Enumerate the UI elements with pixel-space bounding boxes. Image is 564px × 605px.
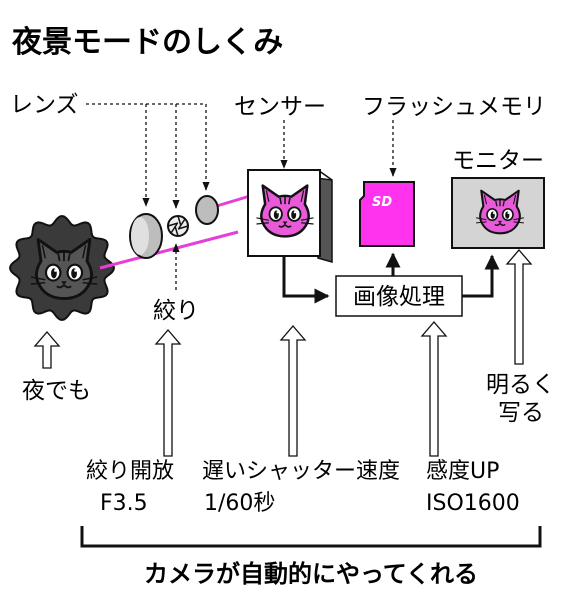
lens-highlight: [131, 217, 149, 255]
hollow-arrow-night: [33, 331, 61, 369]
flash-memory-label: フラッシュメモリ: [362, 94, 546, 120]
bright-label-line2: 写る: [498, 400, 544, 426]
summary-bracket: [80, 526, 542, 548]
slow-shutter-label: 遅いシャッター速度: [202, 459, 400, 484]
aperture-label: 絞り: [153, 298, 199, 324]
hollow-arrow-shutter: [279, 325, 307, 457]
night-subject: [8, 214, 116, 322]
lens-group: [129, 195, 219, 259]
diagram-title: 夜景モードのしくみ: [11, 25, 283, 60]
lens-connectors: [86, 103, 397, 290]
footer-caption: カメラが自動的にやってくれる: [144, 560, 478, 588]
sensitivity-label: 感度UP: [426, 459, 499, 484]
hollow-arrow-aperture: [154, 329, 182, 457]
hollow-arrow-iso: [420, 321, 448, 457]
monitor-label: モニター: [452, 148, 544, 174]
lens-label: レンズ: [10, 92, 79, 118]
flow-arrows: [282, 252, 500, 304]
aperture-icon: [167, 215, 189, 237]
hollow-arrow-bright: [505, 249, 533, 365]
aperture-open-label: 絞り開放: [86, 459, 174, 484]
shutter-value: 1/60秒: [204, 491, 275, 516]
hollow-arrows: [33, 249, 533, 457]
monitor: [451, 177, 545, 249]
bright-label-line1: 明るく: [486, 372, 555, 398]
light-beam-to-lens: [99, 230, 239, 270]
night-label: 夜でも: [22, 378, 91, 404]
lens-element-small: [195, 195, 219, 225]
sd-card: SD: [359, 181, 415, 247]
sd-logo: SD: [372, 195, 392, 210]
image-processing-box: [335, 275, 463, 317]
f-number-value: F3.5: [100, 491, 148, 516]
sensor: [247, 169, 333, 263]
image-processing-label: 画像処理: [353, 284, 445, 310]
sensor-label: センサー: [234, 94, 326, 120]
iso-value: ISO1600: [426, 491, 520, 516]
